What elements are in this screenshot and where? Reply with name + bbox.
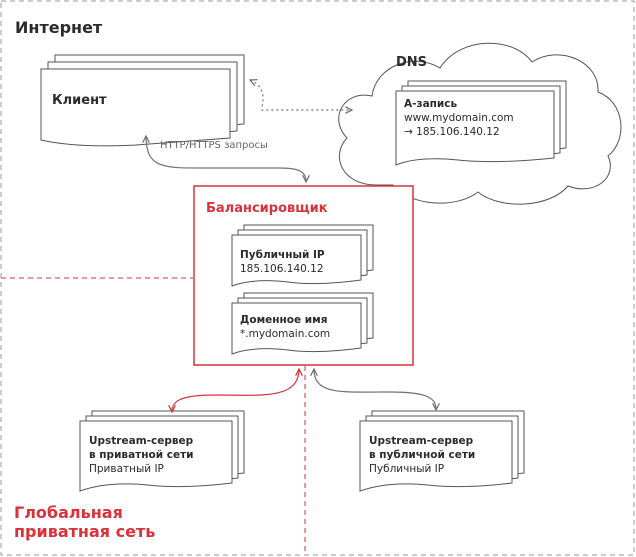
- dns-record-title: A-запись: [404, 98, 458, 110]
- domain-name-card: [231, 292, 374, 355]
- upstream-private-title-1: Upstream-сервер: [89, 435, 194, 447]
- client-node: [40, 54, 245, 147]
- private-network-label-2: приватная сеть: [14, 522, 156, 541]
- edge-label-http: HTTP/HTTPS запросы: [160, 140, 268, 151]
- client-label: Клиент: [52, 93, 107, 108]
- dns-record-domain: www.mydomain.com: [404, 112, 514, 124]
- balancer-label: Балансировщик: [206, 201, 328, 216]
- dns-record-ip: → 185.106.140.12: [404, 126, 500, 138]
- edge-client-balancer: [146, 136, 306, 182]
- public-ip-value: 185.106.140.12: [240, 263, 324, 275]
- edge-balancer-upstream-private: [172, 369, 299, 412]
- internet-region-label: Интернет: [15, 18, 103, 37]
- upstream-public-subtitle: Публичный IP: [369, 463, 445, 475]
- public-ip-card: [231, 224, 374, 287]
- dns-record-card: [395, 80, 567, 166]
- upstream-public-title-2: в публичной сети: [369, 449, 476, 461]
- edge-balancer-upstream-public: [314, 369, 436, 410]
- upstream-private-subtitle: Приватный IP: [89, 463, 164, 475]
- upstream-private-card: [79, 410, 245, 492]
- edge-client-dns: [250, 80, 352, 110]
- private-network-border: [1, 277, 306, 555]
- dns-label: DNS: [396, 55, 428, 70]
- private-network-label-1: Глобальная: [14, 503, 123, 522]
- upstream-public-card: [359, 410, 525, 492]
- domain-name-title: Доменное имя: [240, 314, 328, 326]
- public-ip-title: Публичный IP: [240, 249, 325, 261]
- upstream-private-title-2: в приватной сети: [89, 449, 194, 461]
- upstream-public-title-1: Upstream-сервер: [369, 435, 474, 447]
- domain-name-value: *.mydomain.com: [240, 328, 331, 340]
